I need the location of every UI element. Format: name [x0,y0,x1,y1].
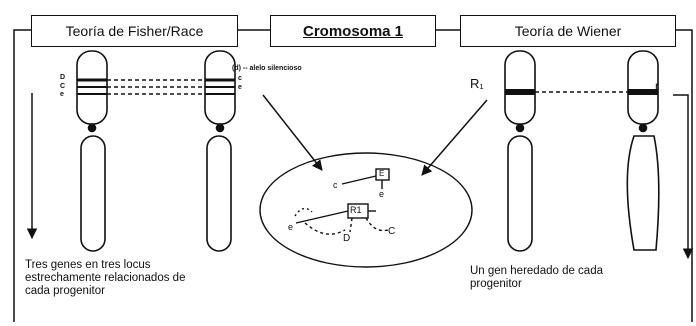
locus-label-right-2: e [238,84,242,91]
fisher-chromosome-right [205,51,235,251]
center-ellipse [260,153,472,267]
fisher-caption-line-1: Tres genes en tres locus [25,259,185,272]
locus-label-left-3: e [60,91,64,98]
allele-label-r: r [655,80,659,92]
ellipse-label-box-bottom: R1 [350,206,362,215]
ellipse-label-c-bottom: C [388,227,395,237]
locus-label-left-2: C [60,83,65,90]
arrow-to-ellipse-left [263,95,322,170]
right-bracket-line [675,30,692,322]
allele-label-r1: R₁ [470,77,484,90]
ellipse-label-d: D [343,234,350,244]
fisher-dashed-links [107,80,205,94]
fisher-heading: Teoría de Fisher/Race [66,23,204,39]
wiener-caption-line-1: Un gen heredado de cada [470,265,603,278]
ellipse-label-box-top: E [379,170,384,178]
title-box: Cromosoma 1 [270,15,436,47]
fisher-heading-box: Teoría de Fisher/Race [31,15,238,47]
arrow-to-ellipse-right [422,100,487,175]
fisher-caption-line-2: estrechamente relacionados de [25,272,185,285]
page-title: Cromosoma 1 [303,23,403,40]
wiener-chromosome-left [505,51,535,251]
fisher-caption-line-3: cada progenitor [25,285,185,298]
wiener-heading: Teoría de Wiener [515,23,622,39]
wiener-caption: Un gen heredado de cada progenitor [470,265,603,291]
wiener-down-arrow [673,95,688,258]
ellipse-label-e-top: e [379,190,384,199]
wiener-caption-line-2: progenitor [470,278,603,291]
fisher-chromosome-left [77,51,107,251]
fisher-caption: Tres genes en tres locus estrechamente r… [25,259,185,298]
wiener-heading-box: Teoría de Wiener [460,15,676,47]
locus-label-left-1: D [60,74,65,81]
ellipse-label-c-top: c [333,181,338,190]
locus-label-right-1: c [238,75,242,82]
silent-allele-label: (d) -- alelo silencioso [232,65,302,72]
ellipse-label-e-bottom: e [288,223,293,232]
